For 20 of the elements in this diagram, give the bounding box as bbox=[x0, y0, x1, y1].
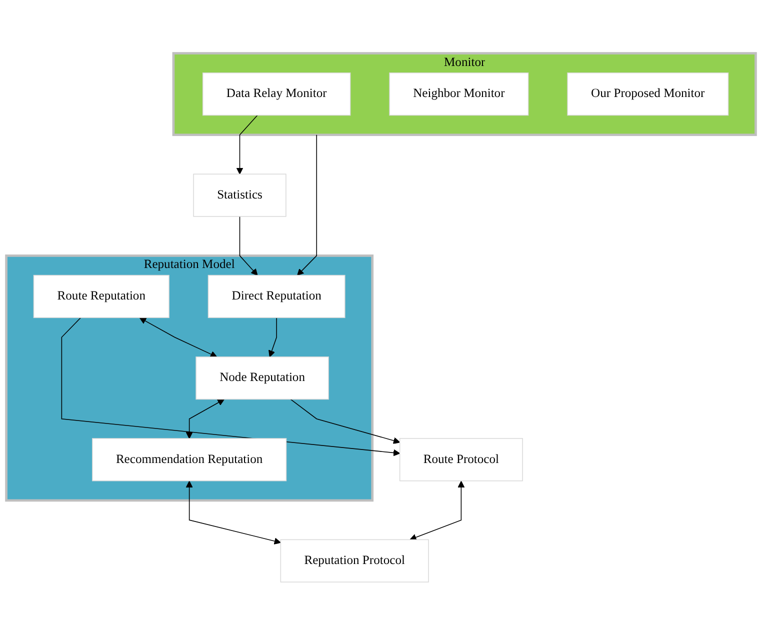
arrow bbox=[239, 216, 258, 276]
node-box: Statistics bbox=[193, 174, 286, 218]
node-box: Recommendation Reputation bbox=[92, 438, 287, 482]
arrow bbox=[139, 318, 218, 358]
arrow bbox=[186, 481, 281, 545]
arrow bbox=[297, 134, 318, 276]
node-box: Neighbor Monitor bbox=[389, 72, 529, 116]
arrow bbox=[290, 399, 400, 444]
arrow bbox=[186, 399, 224, 440]
arrow bbox=[61, 318, 400, 457]
node-box: Data Relay Monitor bbox=[202, 72, 351, 116]
node-box: Route Protocol bbox=[399, 438, 523, 482]
node-box: Route Reputation bbox=[33, 275, 170, 318]
arrow bbox=[410, 481, 465, 542]
arrow bbox=[268, 318, 277, 358]
node-box: Node Reputation bbox=[196, 356, 329, 400]
node-box: Reputation Protocol bbox=[280, 540, 429, 583]
arrow bbox=[236, 115, 258, 175]
node-box: Direct Reputation bbox=[208, 275, 346, 318]
node-box: Our Proposed Monitor bbox=[567, 72, 729, 116]
